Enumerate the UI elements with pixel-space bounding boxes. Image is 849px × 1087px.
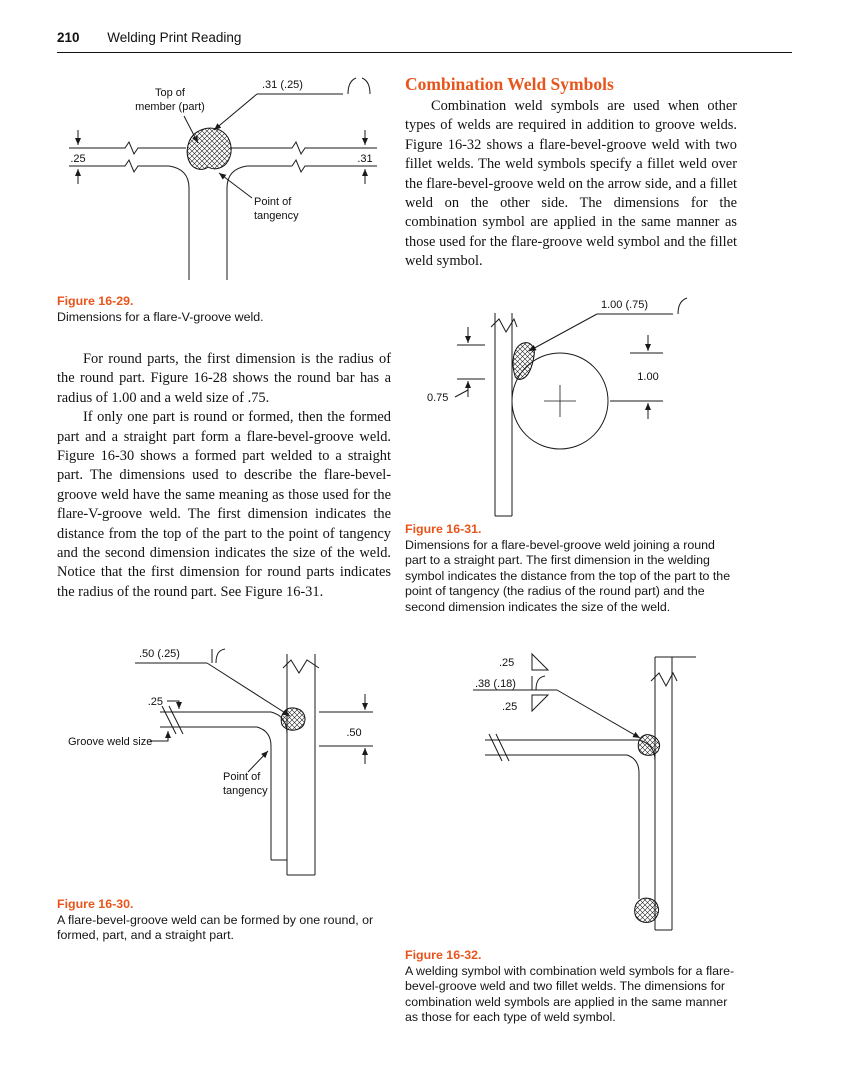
formed-part-outer-edge: [485, 739, 656, 762]
caption-text: Dimensions for a flare-bevel-groove weld…: [405, 537, 731, 614]
tangency-label: tangency: [223, 785, 268, 797]
header-rule: [57, 52, 792, 53]
top-member-label: Top of: [155, 87, 186, 99]
dim-label: .25: [499, 657, 514, 669]
flare-v-groove-drawing: .31 (.25) Top of member (part) .25 .31 P…: [69, 77, 377, 280]
stem-right-flare: [226, 165, 248, 280]
groove-size-leader-arrow: [150, 731, 171, 742]
book-title: Welding Print Reading: [107, 30, 242, 45]
right-column-text: Combination weld symbols are used when o…: [405, 97, 737, 272]
figure-16-32-drawing: .25 .38 (.18) .25: [405, 645, 737, 945]
flare-bevel-symbol: [677, 297, 688, 315]
combination-weld-drawing: .25 .38 (.18) .25: [473, 652, 696, 931]
joint-geometry: [135, 648, 373, 876]
break-zigzag: [650, 671, 678, 688]
straight-part-edges: [494, 313, 513, 516]
weld-bead-flare-bevel: [637, 734, 661, 756]
figure-16-31-drawing: 1.00 (.75) 1.00 0.75: [405, 279, 737, 526]
flare-v-symbol: [347, 77, 371, 95]
caption-text: A welding symbol with combination weld s…: [405, 963, 735, 1025]
break-slashes: [488, 733, 510, 762]
tangency-label: tangency: [254, 210, 299, 222]
extension-ticks: [457, 344, 485, 380]
plate-top-edge: [85, 140, 186, 156]
caption-text: A flare-bevel-groove weld can be formed …: [57, 912, 374, 943]
weld-symbol-leader-arrow: [556, 689, 641, 739]
weld-bead: [280, 707, 306, 731]
weld-symbol-leader-arrow: [528, 313, 598, 352]
weld-bead-fillet: [634, 897, 659, 923]
figure-16-31-caption: Figure 16-31. Dimensions for a flare-bev…: [405, 522, 737, 616]
weld-bead: [186, 127, 232, 170]
joint-geometry: [69, 77, 377, 280]
round-part-weld-drawing: 1.00 (.75) 1.00 0.75: [427, 297, 688, 517]
figure-16-29-caption: Figure 16-29. Dimensions for a flare-V-g…: [57, 294, 390, 325]
flare-bevel-symbol: [211, 648, 226, 664]
extension-ticks: [319, 711, 373, 747]
weld-symbol-leader-arrow: [213, 93, 258, 131]
break-zigzag: [490, 317, 518, 334]
weld-bead: [512, 342, 535, 380]
break-zigzag: [282, 659, 320, 674]
top-member-label: member (part): [135, 101, 205, 113]
groove-weld-size-label: Groove weld size: [68, 736, 152, 748]
weld-note-label: 1.00 (.75): [601, 299, 648, 311]
joint-geometry: [473, 652, 696, 931]
paragraph: Combination weld symbols are used when o…: [405, 98, 737, 270]
extension-ticks: [69, 147, 377, 167]
figure-16-29-drawing: .31 (.25) Top of member (part) .25 .31 P…: [57, 66, 390, 299]
straight-part-edges: [654, 657, 673, 930]
dim-label: 0.75: [427, 392, 448, 404]
tangency-label: Point of: [254, 196, 292, 208]
weld-symbol-leader-arrow: [206, 662, 291, 717]
formed-part-outer-edge: [160, 711, 288, 735]
figure-16-32-caption: Figure 16-32. A welding symbol with comb…: [405, 948, 737, 1026]
running-header: 210 Welding Print Reading: [57, 30, 241, 45]
dim-leader-arrow: [167, 700, 182, 709]
dim-label: .25: [70, 153, 85, 165]
plate-top-edge: [230, 140, 362, 156]
figure-16-30-caption: Figure 16-30. A flare-bevel-groove weld …: [57, 897, 390, 944]
break-slashes: [161, 705, 184, 735]
stem-left-flare: [168, 165, 190, 280]
caption-title: Figure 16-32.: [405, 948, 482, 962]
center-mark: [544, 385, 576, 417]
formed-part-inner-edge: [160, 726, 272, 860]
dim-label: .25: [148, 696, 163, 708]
section-heading: Combination Weld Symbols: [405, 74, 614, 94]
formed-part-inner-edge: [485, 754, 640, 899]
joint-geometry: [454, 297, 688, 517]
page-number: 210: [57, 30, 80, 45]
left-column-text: For round parts, the first dimension is …: [57, 350, 391, 602]
dim-label: .50: [346, 727, 361, 739]
caption-title: Figure 16-29.: [57, 294, 134, 308]
caption-text: Dimensions for a flare-V-groove weld.: [57, 309, 264, 324]
tangency-leader-arrow: [247, 750, 269, 773]
dim-label: .38 (.18): [475, 678, 516, 690]
straight-part-edges: [286, 654, 316, 875]
caption-title: Figure 16-30.: [57, 897, 134, 911]
fillet-symbol-other-side: [531, 652, 550, 671]
dim-label: .25: [502, 701, 517, 713]
weld-note-label: .50 (.25): [139, 648, 180, 660]
dim-connector: [454, 389, 469, 398]
flare-bevel-symbol: [531, 675, 546, 691]
paragraph: If only one part is round or formed, the…: [57, 409, 391, 600]
tangency-label: Point of: [223, 771, 261, 783]
plate-bottom-edge: [247, 158, 362, 174]
caption-title: Figure 16-31.: [405, 522, 482, 536]
paragraph: For round parts, the first dimension is …: [57, 351, 391, 406]
flare-bevel-groove-drawing: .50 (.25) .25 Groove weld size .50 Point…: [68, 648, 373, 876]
dim-label: .31: [357, 153, 372, 165]
figure-16-30-drawing: .50 (.25) .25 Groove weld size .50 Point…: [57, 640, 390, 895]
dim-label: 1.00: [637, 371, 658, 383]
weld-note-label: .31 (.25): [262, 79, 303, 91]
round-bar: [511, 352, 609, 450]
fillet-symbol-arrow-side: [531, 694, 550, 713]
tangency-leader-arrow: [218, 172, 253, 199]
plate-bottom-edge: [85, 158, 169, 174]
extension-ticks: [610, 352, 663, 402]
